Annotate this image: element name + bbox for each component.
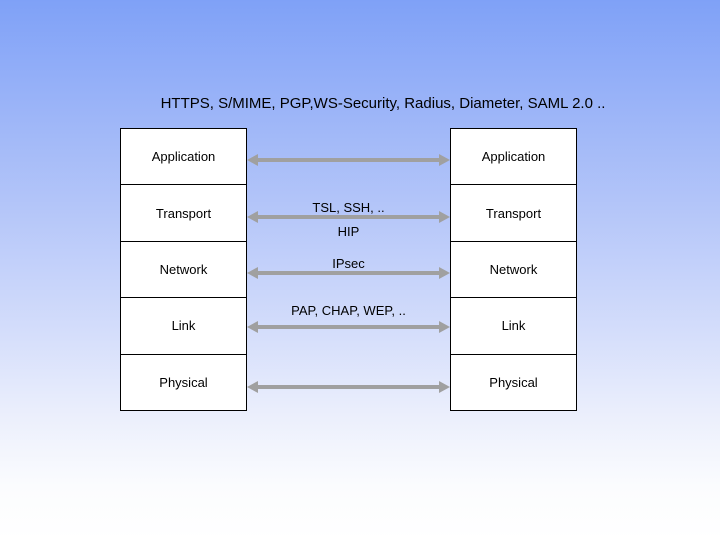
right-layer-physical: Physical — [489, 374, 538, 390]
right-layer-network: Network — [451, 242, 576, 299]
double-arrow-transport-icon — [247, 211, 450, 223]
protocol-stack-right: Application Transport Network Link Physi… — [450, 128, 577, 411]
left-layer-link: Link — [121, 298, 246, 355]
arrow-line — [256, 271, 441, 275]
double-arrow-application-icon — [247, 154, 450, 166]
left-layer-network: Network — [121, 242, 246, 299]
arrow-line — [256, 325, 441, 329]
hip-protocol-label: HIP — [337, 224, 360, 239]
double-arrow-physical-icon — [247, 381, 450, 393]
left-layer-application: Application — [121, 129, 246, 186]
left-layer-physical: Physical — [159, 374, 208, 390]
double-arrow-link-icon — [247, 321, 450, 333]
right-layer-link: Link — [451, 298, 576, 355]
right-layer-application: Application — [451, 129, 576, 186]
arrow-line — [256, 215, 441, 219]
link-protocols-label: PAP, CHAP, WEP, .. — [291, 303, 406, 318]
transport-protocols-label: TSL, SSH, .. — [312, 200, 385, 215]
right-layer-transport: Transport — [451, 185, 576, 242]
double-arrow-network-icon — [247, 267, 450, 279]
arrow-line — [256, 158, 441, 162]
slide-title: HTTPS, S/MIME, PGP,WS-Security, Radius, … — [160, 95, 606, 112]
arrow-line — [256, 385, 441, 389]
protocol-stack-left: Application Transport Network Link Physi… — [120, 128, 247, 411]
network-protocols-label: IPsec — [332, 256, 365, 271]
left-layer-transport: Transport — [121, 185, 246, 242]
